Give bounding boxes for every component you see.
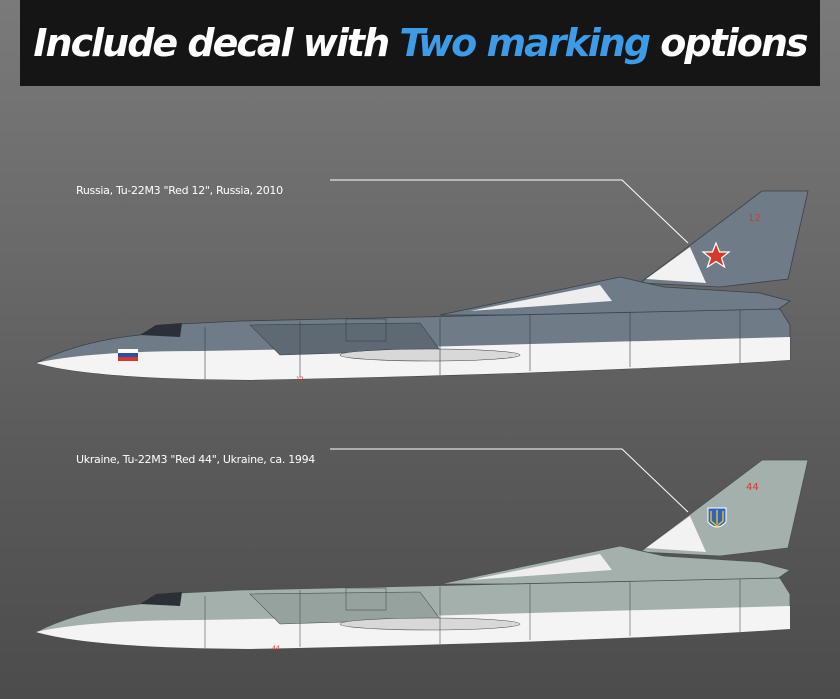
tail-number: 12 [748,213,761,224]
callout-leader-line [330,448,689,513]
red-star-icon [701,241,731,269]
wing-light-panel [470,285,612,311]
panel-lines [204,579,741,648]
missile-pod [339,348,521,362]
option-2-caption: Ukraine, Tu-22M3 "Red 44", Ukraine, ca. … [76,453,316,466]
header-title: Include decal with Two marking options [33,21,808,65]
russia-flag-icon [118,349,138,361]
callout-leader-line [330,179,689,244]
panel-lines [204,310,741,379]
title-accent: Two marking [399,21,651,65]
belly-number: 12 [296,376,304,383]
ukraine-trident-icon [707,507,727,528]
tail-fin-light-panel [646,516,706,552]
belly-number: 44 [272,645,280,652]
russia-aircraft-profile: 12 12 [34,179,809,383]
cockpit-canopy [140,592,182,606]
title-part-2: options [649,21,808,65]
tail-number: 44 [746,482,759,493]
tail-fin-light-panel [646,247,706,283]
option-1-caption: Russia, Tu-22M3 "Red 12", Russia, 2010 [76,184,283,197]
ukraine-aircraft-profile: 44 44 [34,448,809,652]
cockpit-canopy [140,323,182,337]
missile-pod [339,617,521,631]
wing-light-panel [470,554,612,580]
title-part-1: Include decal with [33,21,400,65]
header-banner: Include decal with Two marking options [20,0,820,86]
